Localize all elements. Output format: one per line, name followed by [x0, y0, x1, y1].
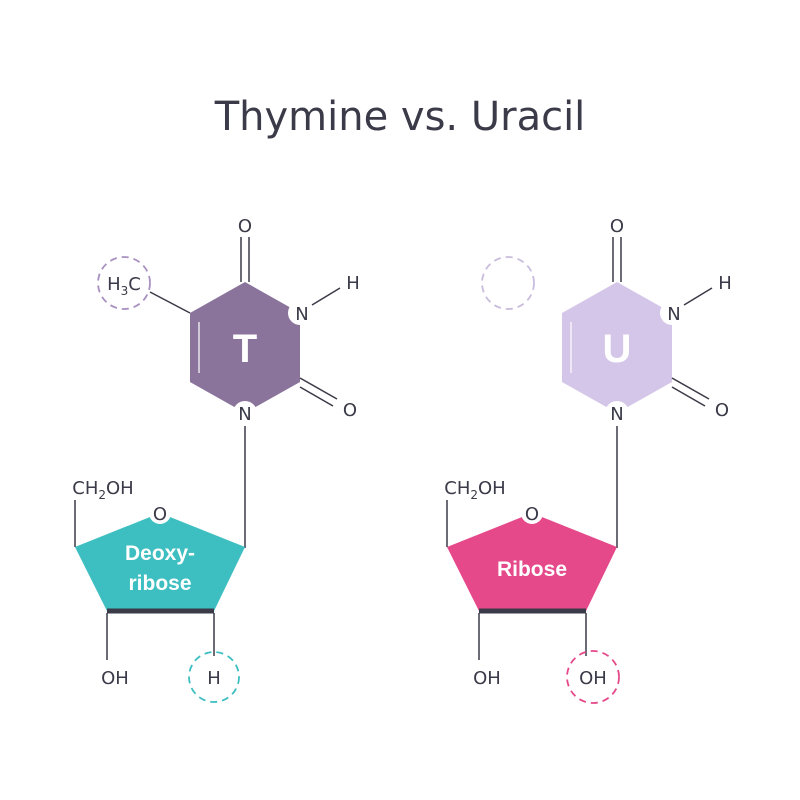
deoxyribose-label-line1: Deoxy-: [125, 542, 195, 565]
uracil-nitrogen-top: N: [667, 304, 680, 325]
thymine-nitrogen-top: N: [295, 304, 308, 325]
thymine-nh-bond: [311, 287, 341, 306]
thymine-ring: [190, 282, 300, 413]
thymine-oxygen-right: O: [343, 400, 357, 421]
uracil-nh-bond: [683, 287, 713, 306]
uracil-n-bottom-halo: [605, 401, 629, 425]
ribose-oxygen-halo: [521, 502, 543, 524]
oh-highlight-circle: [566, 650, 620, 704]
ribose-oh-left: OH: [473, 668, 501, 689]
deoxyribose-ring: [75, 513, 245, 611]
deoxyribose-oxygen-halo: [149, 502, 171, 524]
ribose-label: Ribose: [497, 558, 567, 581]
deoxyribose-label-line2: ribose: [128, 572, 191, 595]
empty-methyl-circle: [481, 256, 535, 310]
thymine-co-right-bond-1: [299, 377, 338, 400]
uracil-oxygen-right: O: [715, 400, 729, 421]
ribose-ch2oh: CH2OH: [444, 478, 505, 502]
h-highlight-circle: [188, 651, 240, 703]
uracil-co-right-bond-1: [671, 377, 710, 400]
page-title: Thymine vs. Uracil: [214, 94, 586, 140]
uracil-hydrogen: H: [718, 273, 732, 294]
deoxyribose-ring-oxygen: O: [153, 504, 167, 525]
methyl-group-label: H3C: [107, 274, 141, 298]
uracil-n-top-halo: [660, 301, 684, 325]
uracil-ring: [562, 282, 672, 413]
ribose-oh-right: OH: [579, 668, 607, 689]
uracil-molecule: U O N H O N O Ribose CH2OH OH O: [444, 216, 732, 704]
thymine-letter: T: [233, 327, 257, 371]
thymine-n-bottom-halo: [233, 401, 257, 425]
uracil-letter: U: [603, 327, 632, 371]
thymine-co-right-bond-2: [299, 386, 334, 407]
uracil-oxygen-top: O: [610, 216, 624, 237]
uracil-nitrogen-bottom: N: [610, 404, 623, 425]
methyl-highlight-circle: [97, 256, 151, 310]
thymine-oxygen-top: O: [238, 216, 252, 237]
thymine-methyl-bond: [149, 291, 191, 314]
uracil-co-right-bond-2: [671, 386, 706, 407]
thymine-n-top-halo: [288, 301, 312, 325]
ribose-ring-oxygen: O: [525, 504, 539, 525]
thymine-molecule: T O N H O N H3C O Deoxy- ribose CH2OH: [72, 216, 360, 703]
thymine-hydrogen: H: [346, 273, 360, 294]
deoxyribose-oh-left: OH: [101, 668, 129, 689]
deoxyribose-ch2oh: CH2OH: [72, 478, 133, 502]
thymine-nitrogen-bottom: N: [238, 404, 251, 425]
deoxyribose-h-right: H: [207, 668, 221, 689]
ribose-ring: [447, 513, 617, 611]
